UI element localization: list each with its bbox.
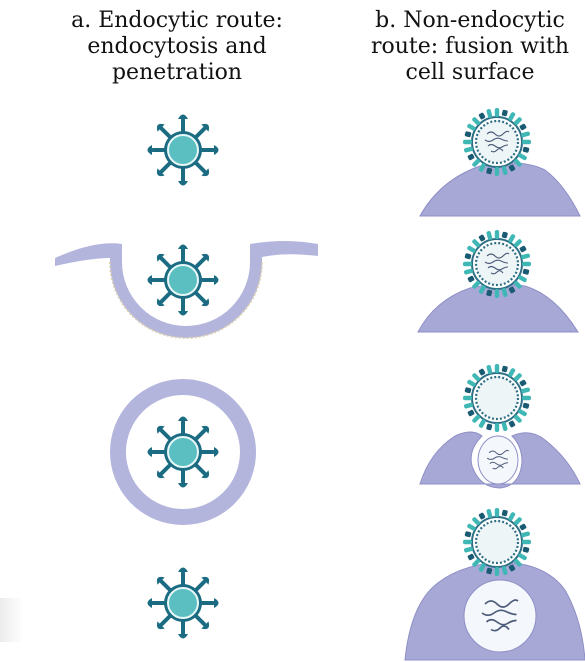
enveloped-virus-b2-icon <box>463 230 531 298</box>
virus-a3-icon <box>148 417 219 488</box>
virus-a4-icon <box>148 568 219 639</box>
released-genome-b3 <box>478 436 518 484</box>
virus-a2-icon <box>148 245 219 316</box>
virus-a1-icon <box>148 115 219 186</box>
enveloped-virus-b3-icon <box>463 364 531 432</box>
enveloped-virus-b1-icon <box>463 108 531 176</box>
enveloped-virus-b4-icon <box>463 508 531 576</box>
released-genome-b4 <box>464 580 536 652</box>
cell-b1-shape <box>420 163 580 216</box>
